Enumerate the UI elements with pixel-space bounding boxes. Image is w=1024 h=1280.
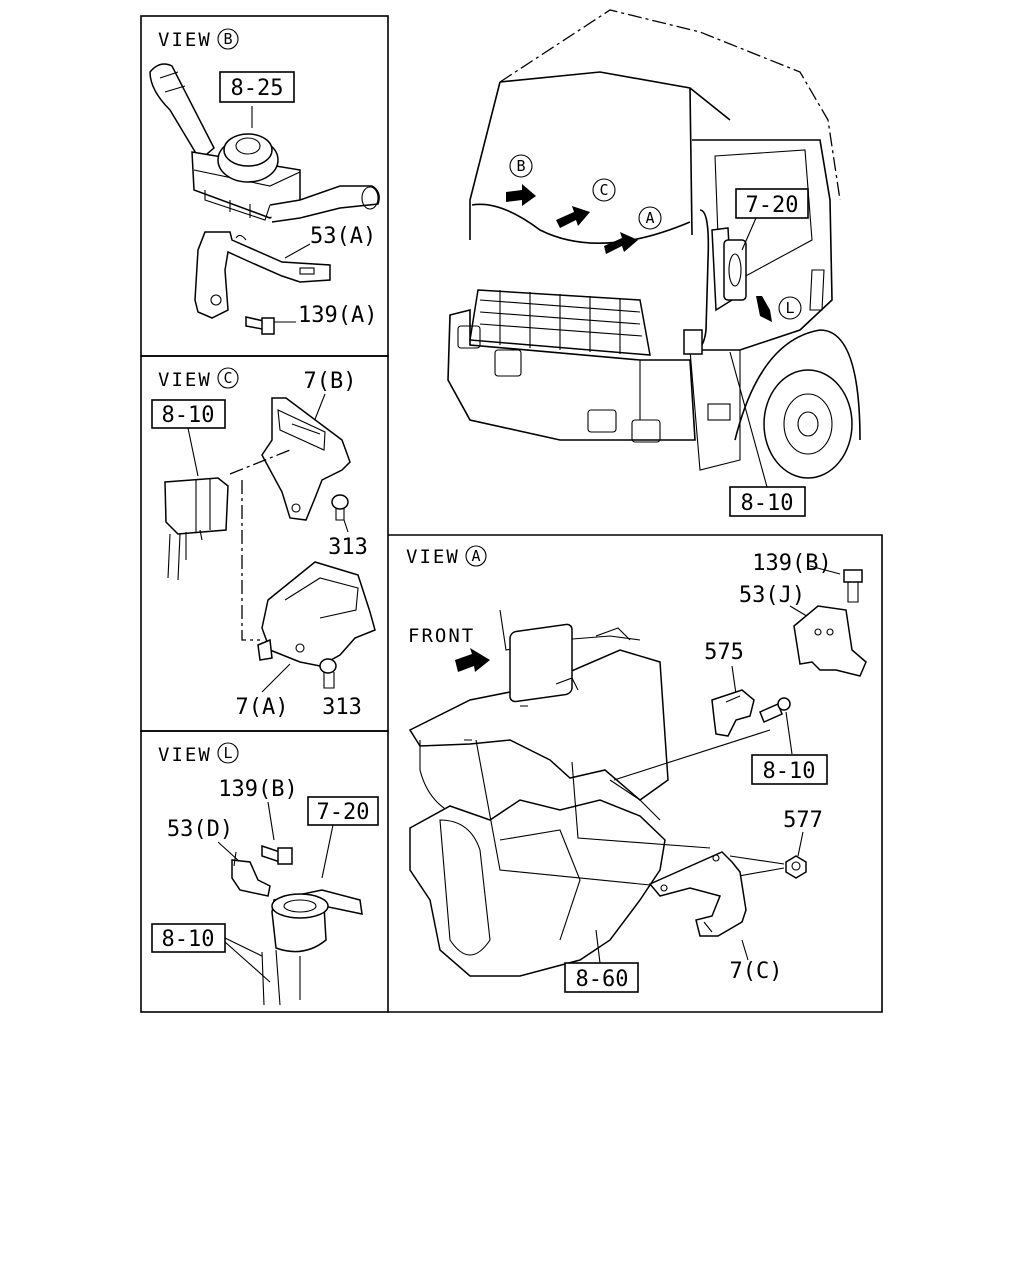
bracket-53d-drawing bbox=[231, 844, 293, 897]
bracket-7c-drawing bbox=[648, 851, 747, 937]
view-l-letter: L bbox=[223, 744, 232, 762]
bracket-7a-drawing bbox=[257, 561, 376, 667]
bracket-53j-drawing bbox=[793, 605, 867, 677]
truck-marker-a: A bbox=[645, 209, 654, 227]
label-139a: 139(A) bbox=[298, 303, 377, 328]
truck-drawing bbox=[447, 9, 861, 479]
screw-drawing bbox=[759, 697, 791, 724]
panel-frames bbox=[140, 15, 883, 1013]
label-8-10-a: 8-10 bbox=[763, 759, 816, 784]
truck-marker-b: B bbox=[516, 157, 525, 175]
front-label: FRONT bbox=[408, 625, 475, 647]
label-139b-a: 139(B) bbox=[752, 551, 831, 576]
view-b-letter: B bbox=[223, 30, 232, 48]
view-c-letter: C bbox=[223, 369, 232, 387]
nut-577-drawing bbox=[785, 855, 807, 879]
view-c-title: VIEW bbox=[158, 369, 212, 391]
label-8-10-truck: 8-10 bbox=[741, 491, 794, 516]
label-7-20-truck: 7-20 bbox=[746, 193, 799, 218]
label-8-10-l: 8-10 bbox=[162, 927, 215, 952]
view-b-title: VIEW bbox=[158, 29, 212, 51]
harness-drawing bbox=[261, 889, 363, 1006]
view-a-title: VIEW bbox=[406, 546, 460, 568]
ecu-unit-drawing bbox=[408, 609, 669, 977]
label-575: 575 bbox=[704, 640, 744, 665]
bracket-7b-drawing bbox=[261, 397, 351, 521]
label-7-20-l: 7-20 bbox=[317, 800, 370, 825]
label-139b-l: 139(B) bbox=[218, 777, 297, 802]
front-arrow-icon bbox=[455, 648, 490, 672]
connector-drawing bbox=[164, 477, 229, 581]
label-8-60: 8-60 bbox=[576, 967, 629, 992]
label-7b: 7(B) bbox=[304, 369, 357, 394]
label-7c: 7(C) bbox=[730, 959, 783, 984]
view-l-panel: VIEW L 139(B) 53(D) 7-20 8-10 bbox=[151, 742, 379, 1006]
label-8-10-c: 8-10 bbox=[162, 403, 215, 428]
label-577: 577 bbox=[783, 808, 823, 833]
view-l-title: VIEW bbox=[158, 744, 212, 766]
truck-marker-l: L bbox=[785, 299, 794, 317]
view-c-panel: VIEW C 8-10 7(B) 313 bbox=[151, 367, 376, 720]
label-53a: 53(A) bbox=[310, 224, 376, 249]
truck-overview: B C A L 7-20 8-10 bbox=[447, 9, 861, 517]
view-a-panel: VIEW A FRONT 139(B) 53(J) bbox=[406, 545, 867, 993]
view-arrows bbox=[506, 184, 772, 322]
bolt-139a-drawing bbox=[245, 316, 296, 335]
truck-marker-c: C bbox=[599, 181, 608, 199]
bolt-313-lower-drawing bbox=[319, 658, 337, 689]
label-53j: 53(J) bbox=[739, 583, 805, 608]
label-8-25: 8-25 bbox=[231, 76, 284, 101]
label-53d: 53(D) bbox=[167, 817, 233, 842]
view-b-panel: VIEW B 8-25 53( bbox=[149, 28, 380, 335]
label-313-lower: 313 bbox=[322, 695, 362, 720]
combination-switch-drawing bbox=[149, 63, 380, 223]
bracket-575-drawing bbox=[711, 689, 755, 737]
view-a-letter: A bbox=[471, 547, 480, 565]
bolt-313-upper-drawing bbox=[331, 494, 349, 521]
bolt-139b-drawing bbox=[843, 569, 863, 603]
label-7a: 7(A) bbox=[236, 695, 289, 720]
bracket-53a-drawing bbox=[194, 231, 331, 319]
label-313-upper: 313 bbox=[328, 535, 368, 560]
